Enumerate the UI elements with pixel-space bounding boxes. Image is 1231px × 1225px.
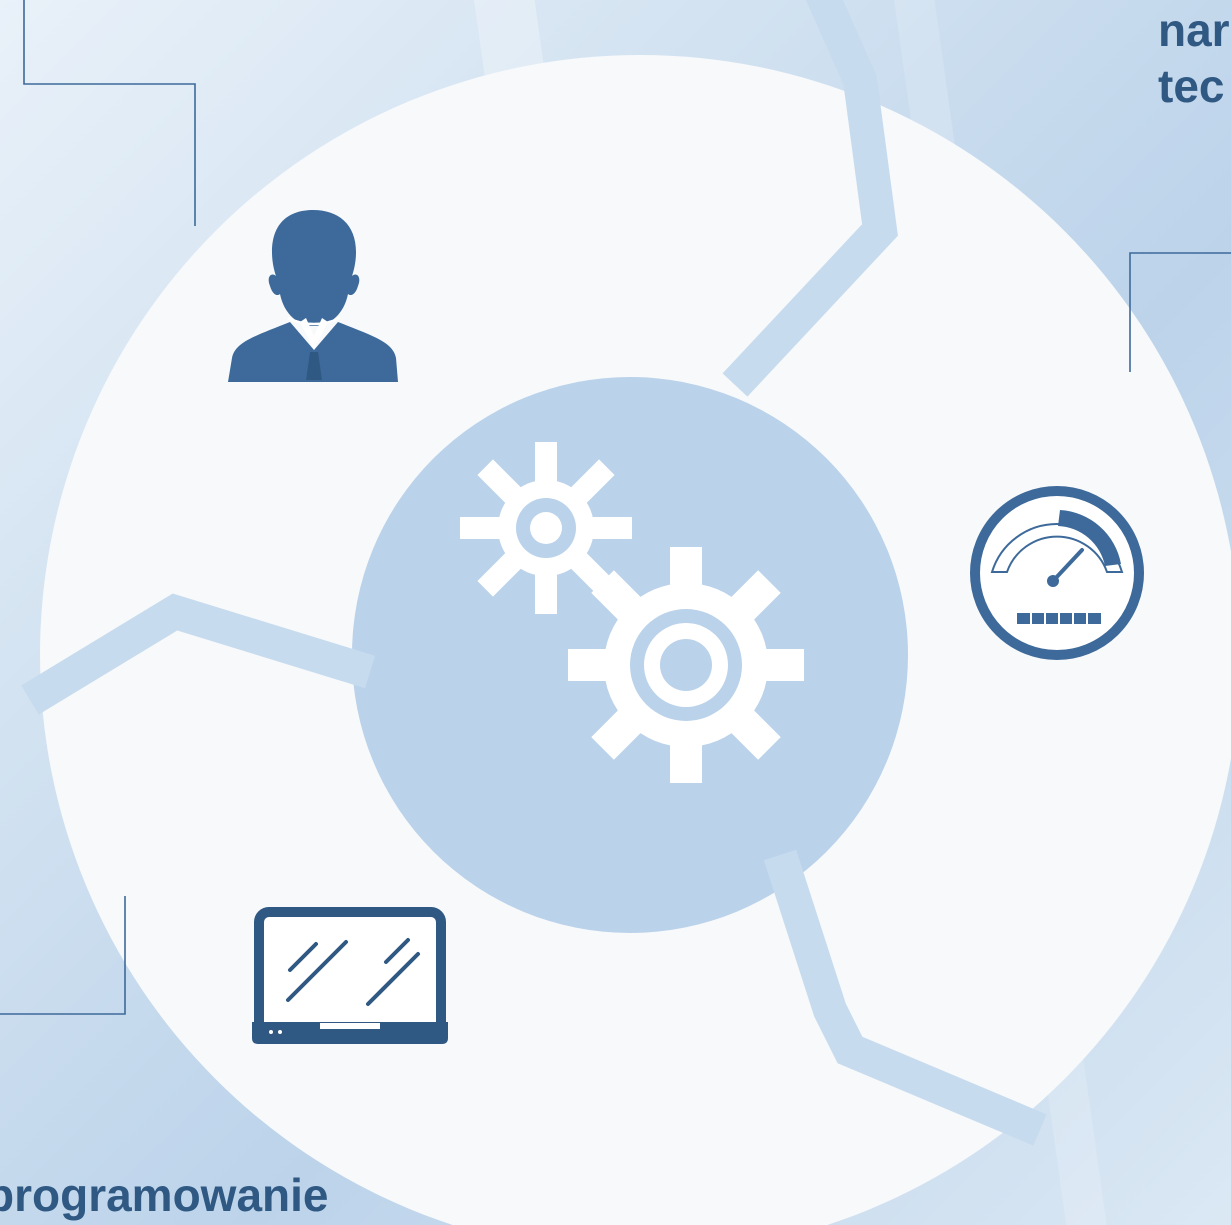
caption-top-right-line1: nar [1158, 4, 1230, 56]
caption-top-right-line2: tec [1158, 60, 1225, 112]
callout-line-gauge [1129, 252, 1231, 372]
laptop-icon [252, 907, 448, 1044]
segment-separator [722, 0, 898, 397]
callout-line-person [23, 0, 196, 226]
gears-icon [460, 442, 804, 783]
caption-top-right: nar tec [1158, 2, 1230, 114]
speedometer-icon [970, 486, 1144, 660]
callout-line-laptop [0, 896, 126, 1015]
segment-separator [763, 849, 1047, 1146]
segment-separator [21, 593, 375, 715]
caption-bottom-left: programowanie [0, 1169, 329, 1221]
businessman-icon [228, 210, 398, 382]
